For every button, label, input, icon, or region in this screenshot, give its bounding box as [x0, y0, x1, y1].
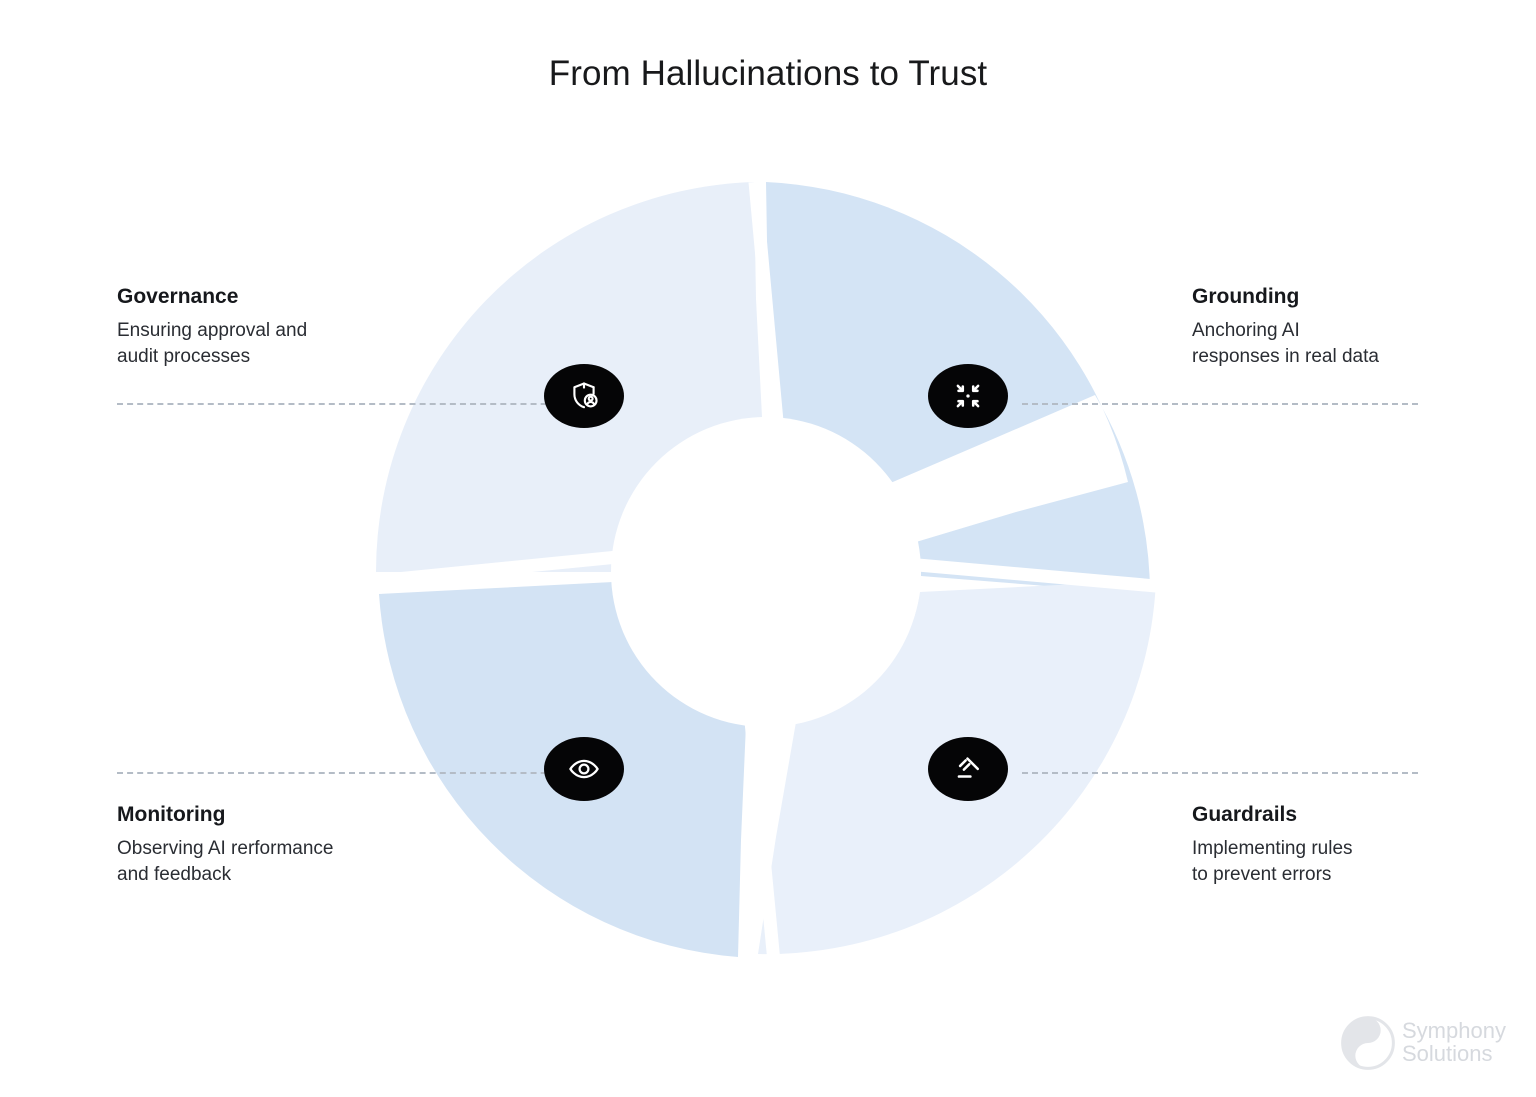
- grounding-title: Grounding: [1192, 285, 1300, 308]
- donut-chart: [376, 182, 1156, 962]
- page-title: From Hallucinations to Trust: [548, 54, 988, 93]
- watermark-text: Symphony Solutions: [1402, 1018, 1506, 1066]
- guardrails-description: Implementing rules to prevent errors: [1192, 838, 1353, 886]
- label-block-guardrails: Guardrails Implementing rules to prevent…: [1192, 803, 1522, 889]
- monitoring-icon-badge[interactable]: [544, 737, 624, 801]
- governance-title: Governance: [117, 285, 239, 308]
- gavel-icon: [957, 757, 979, 778]
- symphony-solutions-watermark: Symphony Solutions: [1340, 1008, 1530, 1078]
- eye-icon: [569, 759, 599, 779]
- shield-user-icon: [573, 382, 598, 409]
- governance-description: Ensuring approval and audit processes: [117, 320, 308, 368]
- label-block-governance: Governance Ensuring approval and audit p…: [117, 285, 447, 371]
- connector-line-governance: [117, 403, 587, 405]
- grounding-description: Anchoring AI responses in real data: [1192, 320, 1379, 368]
- connector-line-grounding: [1022, 403, 1418, 405]
- connector-line-guardrails: [1022, 772, 1418, 774]
- guardrails-title: Guardrails: [1192, 803, 1298, 826]
- guardrails-icon-badge[interactable]: [928, 737, 1008, 801]
- governance-icon-badge[interactable]: [544, 364, 624, 428]
- label-block-grounding: Grounding Anchoring AI responses in real…: [1192, 285, 1522, 371]
- focus-arrows-icon: [956, 384, 980, 408]
- grounding-icon-badge[interactable]: [928, 364, 1008, 428]
- donut-svg: [376, 182, 1156, 962]
- label-block-monitoring: Monitoring Observing AI rerformance and …: [117, 803, 447, 889]
- symphony-swirl-logo: [1341, 1016, 1395, 1070]
- donut-center-hole: [611, 417, 921, 727]
- monitoring-description: Observing AI rerformance and feedback: [117, 838, 334, 886]
- monitoring-title: Monitoring: [117, 803, 226, 826]
- connector-line-monitoring: [117, 772, 587, 774]
